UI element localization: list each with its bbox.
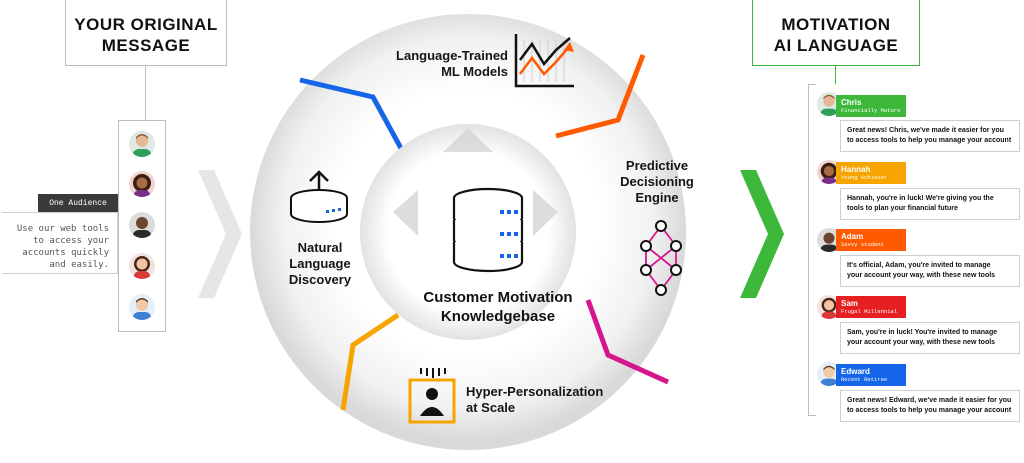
avatar: [129, 131, 155, 157]
audience-avatar-column: [118, 120, 166, 332]
dotted-arrows: [393, 128, 558, 236]
persona-tree-border: [808, 84, 816, 416]
divider-amber: [340, 312, 400, 411]
avatar: [129, 253, 155, 279]
label-predictive-engine: Predictive Decisioning Engine: [620, 158, 694, 205]
grey-chevron-icon: [198, 170, 242, 298]
divider-orange: [555, 54, 646, 139]
right-connector: [835, 66, 836, 84]
persona-name-tag: Sam Frugal Millennial: [836, 296, 906, 318]
persona-message: Great news! Edward, we've made it easier…: [840, 390, 1020, 422]
person-badge-icon: [408, 368, 456, 424]
right-heading-frame: [752, 0, 920, 66]
neural-network-icon: [640, 220, 682, 296]
avatar: [129, 212, 155, 238]
divider-blue: [299, 77, 406, 154]
left-heading: YOUR ORIGINAL MESSAGE: [74, 15, 218, 55]
audience-tag: One Audience: [38, 194, 118, 214]
label-language-discovery: Natural Language Discovery: [288, 240, 352, 287]
persona-message: Hannah, you're in luck! We're giving you…: [840, 188, 1020, 220]
persona-message: Great news! Chris, we've made it easier …: [840, 120, 1020, 152]
persona-message: It's official, Adam, you're invited to m…: [840, 255, 1020, 287]
persona-name-tag: Chris Financially Mature: [836, 95, 906, 117]
persona-name-tag: Edward Recent Retiree: [836, 364, 906, 386]
divider-magenta: [585, 299, 670, 385]
persona-name-tag: Hannah Young Achiever: [836, 162, 906, 184]
center-label: Customer Motivation Knowledgebase: [423, 289, 573, 325]
left-heading-frame: [65, 0, 227, 66]
persona-name-tag: Adam Savvy student: [836, 229, 906, 251]
avatar: [129, 171, 155, 197]
label-hyper-personalization: Hyper-Personalization at Scale: [466, 384, 604, 415]
left-connector: [145, 66, 146, 120]
avatar: [129, 294, 155, 320]
line-chart-icon: [514, 34, 574, 88]
label-ml-models: Language-Trained ML Models: [396, 48, 508, 79]
original-message-box: Use our web tools to access your account…: [2, 212, 118, 274]
database-icon: [452, 187, 524, 273]
persona-message: Sam, you're in luck! You're invited to m…: [840, 322, 1020, 354]
right-heading: MOTIVATION AI LANGUAGE: [773, 15, 899, 55]
upload-device-icon: [290, 170, 348, 223]
green-chevron-icon: [740, 170, 784, 298]
